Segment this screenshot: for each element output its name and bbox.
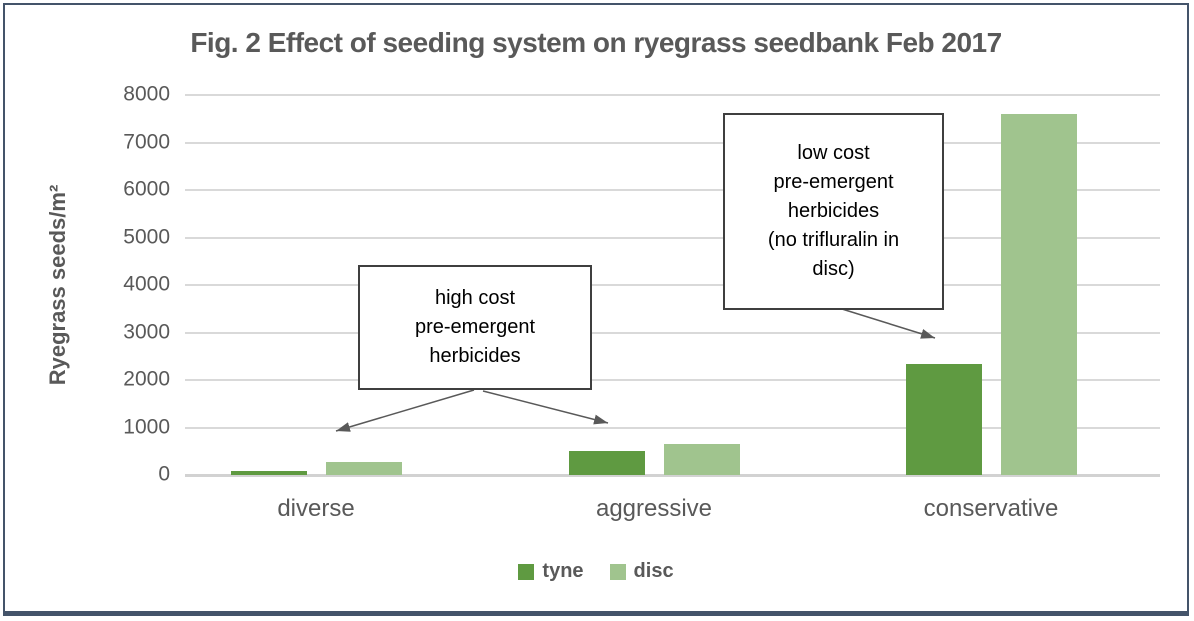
x-axis-label-aggressive: aggressive	[595, 495, 713, 522]
plot-area	[185, 94, 1160, 477]
legend-item-disc: disc	[609, 560, 674, 583]
y-tick-label-6000: 6000	[123, 177, 170, 201]
gridline-1000	[185, 426, 1160, 429]
gridline-6000	[185, 189, 1160, 191]
legend: tyne disc	[5, 560, 1187, 583]
bar-tyne-aggressive	[568, 451, 645, 475]
gridline-7000	[185, 141, 1160, 144]
annotation-line: herbicides	[429, 345, 521, 367]
bar-disc-aggressive	[663, 444, 740, 475]
y-tick-label-1000: 1000	[123, 415, 170, 439]
gridline-4000	[185, 284, 1160, 286]
annotation-line: disc)	[812, 258, 855, 280]
bar-tyne-conservative	[905, 363, 982, 475]
chart-figure: Fig. 2 Effect of seeding system on ryegr…	[3, 3, 1189, 616]
y-tick-label-0: 0	[158, 462, 170, 486]
bar-disc-diverse	[325, 461, 402, 475]
legend-label-tyne: tyne	[542, 560, 584, 582]
annotation-line: low cost	[797, 142, 870, 164]
x-axis-label-conservative: conservative	[923, 495, 1059, 522]
gridline-0	[185, 474, 1160, 477]
annotation-box-low-cost: low cost pre-emergent herbicides (no tri…	[723, 113, 944, 310]
y-tick-label-8000: 8000	[123, 82, 170, 106]
legend-item-tyne: tyne	[518, 560, 584, 583]
annotation-line: pre-emergent	[773, 171, 894, 193]
gridline-5000	[185, 236, 1160, 239]
gridline-3000	[185, 331, 1160, 334]
chart-title: Fig. 2 Effect of seeding system on ryegr…	[190, 27, 1002, 58]
x-axis-label-diverse: diverse	[277, 495, 355, 522]
annotation-line: pre-emergent	[414, 316, 536, 338]
bar-tyne-diverse	[230, 471, 307, 475]
y-tick-label-4000: 4000	[123, 272, 170, 296]
y-axis-tick-labels: 0 1000 2000 3000 4000 5000 6000 7000 8000	[5, 5, 170, 611]
bar-disc-conservative	[1000, 114, 1077, 475]
gridline-2000	[185, 379, 1160, 381]
annotation-line: herbicides	[787, 200, 880, 222]
y-tick-label-3000: 3000	[123, 320, 170, 344]
legend-swatch-disc-icon	[609, 563, 626, 580]
gridline-8000	[185, 94, 1160, 96]
annotation-line: high cost	[434, 287, 516, 309]
legend-label-disc: disc	[633, 560, 674, 582]
annotation-line: (no trifluralin in	[767, 229, 900, 251]
y-tick-label-5000: 5000	[123, 225, 170, 249]
y-tick-label-7000: 7000	[123, 130, 170, 154]
legend-swatch-tyne-icon	[518, 563, 535, 580]
y-tick-label-2000: 2000	[123, 367, 170, 391]
annotation-box-high-cost: high cost pre-emergent herbicides	[358, 265, 592, 390]
